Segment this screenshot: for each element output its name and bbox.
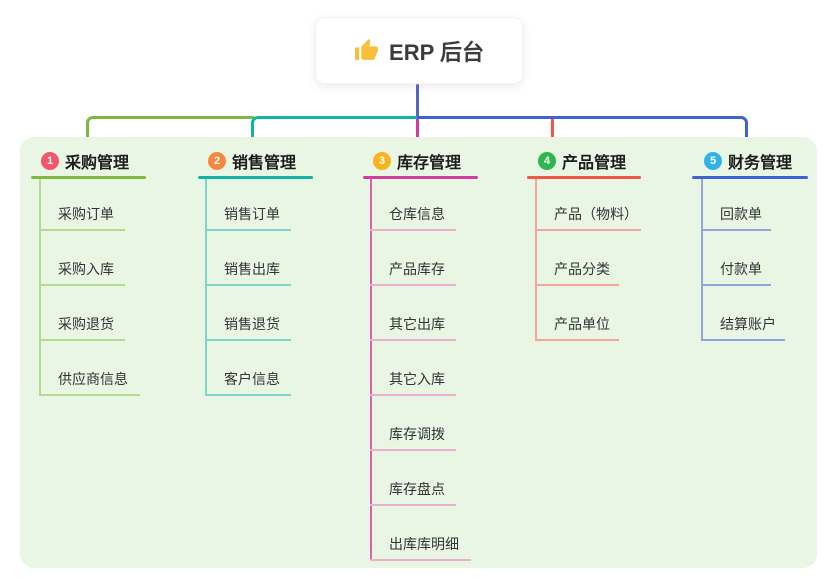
child-node-label: 采购退货 [58, 316, 114, 332]
thumbs-up-icon [355, 39, 378, 60]
child-node-label: 库存盘点 [389, 481, 445, 497]
connector-finance [417, 116, 748, 142]
child-node[interactable]: 供应商信息 [39, 367, 140, 396]
child-node[interactable]: 回款单 [701, 202, 771, 231]
child-node-label: 产品分类 [554, 261, 610, 277]
branch-finance-underline [692, 176, 808, 179]
branch-finance-label: 财务管理 [728, 155, 793, 172]
branch-sales-label: 销售管理 [232, 155, 297, 172]
branch-purchase-badge: 1 [41, 152, 59, 170]
connector-product [551, 119, 554, 140]
child-node-label: 销售退货 [224, 316, 280, 332]
child-node[interactable]: 库存调拨 [370, 422, 456, 451]
branch-inventory-label: 库存管理 [397, 155, 462, 172]
child-node[interactable]: 销售出库 [205, 257, 291, 286]
branch-product-label: 产品管理 [562, 155, 627, 172]
root-node[interactable]: ERP 后台 [315, 17, 523, 84]
child-node-label: 其它入库 [389, 371, 445, 387]
connector-sales [251, 116, 419, 142]
child-node[interactable]: 采购退货 [39, 312, 125, 341]
branch-sales-underline [198, 176, 313, 179]
child-node[interactable]: 库存盘点 [370, 477, 456, 506]
connector-purchase [86, 116, 254, 142]
child-node-label: 结算账户 [720, 316, 776, 332]
branch-purchase-trunk [39, 179, 41, 396]
child-node[interactable]: 产品单位 [535, 312, 619, 341]
branch-purchase-label: 采购管理 [65, 155, 130, 172]
root-node-label: ERP 后台 [389, 39, 484, 65]
branch-product-title[interactable]: 4 产品管理 [538, 150, 626, 172]
child-node-label: 销售订单 [224, 206, 280, 222]
child-node[interactable]: 客户信息 [205, 367, 291, 396]
child-node-label: 库存调拨 [389, 426, 445, 442]
child-node-label: 仓库信息 [389, 206, 445, 222]
branch-purchase-underline [31, 176, 146, 179]
branch-finance-title[interactable]: 5 财务管理 [704, 150, 792, 172]
child-node[interactable]: 采购订单 [39, 202, 125, 231]
child-node[interactable]: 仓库信息 [370, 202, 456, 231]
branch-inventory-title[interactable]: 3 库存管理 [373, 150, 461, 172]
child-node[interactable]: 结算账户 [701, 312, 785, 341]
child-node[interactable]: 其它出库 [370, 312, 456, 341]
child-node-label: 采购入库 [58, 261, 114, 277]
branches-panel [20, 137, 817, 568]
root-connector [416, 84, 419, 118]
child-node[interactable]: 产品分类 [535, 257, 619, 286]
child-node-label: 销售出库 [224, 261, 280, 277]
branch-finance-trunk [701, 179, 703, 341]
branch-inventory-underline [363, 176, 478, 179]
child-node-label: 出库库明细 [389, 536, 459, 552]
branch-product-trunk [535, 179, 537, 341]
branch-sales-title[interactable]: 2 销售管理 [208, 150, 296, 172]
child-node[interactable]: 其它入库 [370, 367, 456, 396]
child-node[interactable]: 付款单 [701, 257, 771, 286]
child-node-label: 产品（物料） [554, 206, 638, 222]
child-node-label: 回款单 [720, 206, 762, 222]
child-node[interactable]: 产品（物料） [535, 202, 641, 231]
child-node[interactable]: 销售退货 [205, 312, 291, 341]
child-node-label: 其它出库 [389, 316, 445, 332]
child-node-label: 供应商信息 [58, 371, 128, 387]
child-node-label: 产品单位 [554, 316, 610, 332]
branch-sales-trunk [205, 179, 207, 396]
branch-purchase-title[interactable]: 1 采购管理 [41, 150, 129, 172]
connector-inventory [416, 119, 419, 139]
branch-inventory-badge: 3 [373, 152, 391, 170]
branch-finance-badge: 5 [704, 152, 722, 170]
child-node[interactable]: 出库库明细 [370, 532, 471, 561]
branch-product-badge: 4 [538, 152, 556, 170]
branch-inventory-trunk [370, 179, 372, 561]
child-node[interactable]: 销售订单 [205, 202, 291, 231]
child-node-label: 付款单 [720, 261, 762, 277]
branch-product-underline [527, 176, 641, 179]
branch-sales-badge: 2 [208, 152, 226, 170]
child-node[interactable]: 采购入库 [39, 257, 125, 286]
child-node-label: 采购订单 [58, 206, 114, 222]
child-node-label: 产品库存 [389, 261, 445, 277]
child-node[interactable]: 产品库存 [370, 257, 456, 286]
child-node-label: 客户信息 [224, 371, 280, 387]
